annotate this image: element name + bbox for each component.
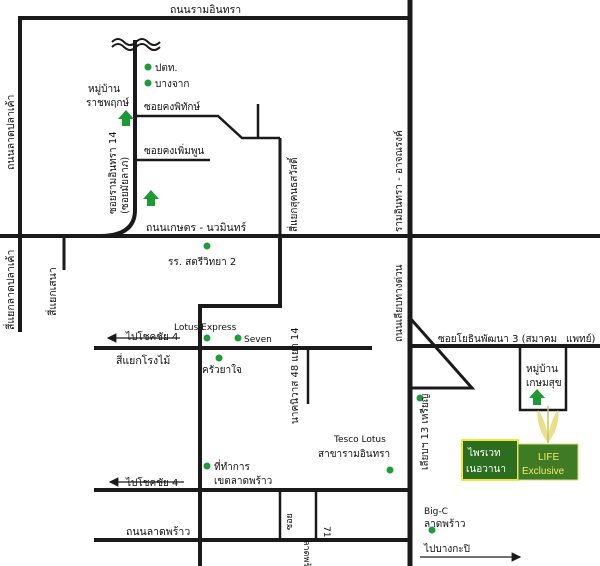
label-kaset-nawamin: ถนนเกษตร - นวมินทร์ [146, 221, 247, 234]
life-box [517, 443, 579, 481]
label-soi-maiyalap: (ซอยมัยลาภ) [120, 157, 131, 214]
poi-dot-lotus-express [203, 334, 211, 342]
road-soi-yothin-wedge [408, 317, 476, 390]
label-sena-intersection: สี่แยกเสนา [45, 267, 59, 316]
poi-dot-ptt [144, 63, 152, 71]
leaf-logo-icon [537, 406, 559, 444]
label-post-1: ที่ทำการ [214, 459, 250, 473]
label-nakniwat: นาคนิวาส 48 แยก 14 [290, 327, 301, 424]
label-soi-71-c: 71 [321, 526, 331, 537]
label-chokchai13: เลียบฯ 13 เหรียญ [419, 394, 431, 470]
label-ratchaphruek-2: ราชพฤกษ์ [86, 97, 129, 109]
project-box [461, 439, 519, 481]
poi-dot-kruayaijai [215, 354, 223, 362]
poi-dot-bigc [428, 526, 436, 534]
road-kasemsuk-loop [518, 346, 568, 412]
road-break-mark [111, 38, 161, 46]
label-seven: Seven [244, 335, 272, 345]
poi-dot-seven [234, 334, 242, 342]
label-tesco-2: สาขารามอินทรา [318, 449, 390, 460]
label-lotus-express: Lotus Express [174, 323, 237, 333]
project-brand-line1: LIFE [538, 452, 559, 463]
label-sukonthasawat: สี่แยกสุคนธสวัสดิ์ [286, 156, 300, 232]
road-soi-khong-phithak [135, 114, 280, 140]
label-bangchak: บางจาก [155, 79, 189, 90]
label-soi-ramintra-14: ซอยรามอินทรา 14 [108, 131, 119, 214]
project-brand-line2: Exclusive [522, 466, 565, 477]
label-post-2: เขตลาดพร้าว [214, 475, 272, 487]
label-soi-khong-phoemphun: ซอยคงเพิ่มพูน [144, 143, 204, 157]
label-right-vertical-top: รามอินทรา - อาจณรงค์ [393, 130, 405, 232]
poi-dot-tesco [386, 466, 394, 474]
label-ladprao-road: ถนนลาดพร้าว [126, 526, 190, 538]
project-name-line1: ไพรเวท [467, 447, 501, 459]
road-connector-down [198, 236, 282, 566]
label-ladplakhao: ถนนลาดปลาเค้า [5, 95, 17, 170]
label-school: รร. สตรีวิทยา 2 [168, 256, 236, 268]
label-kruayaijai: ครัวยาใจ [202, 364, 242, 376]
label-bigc-2: ลาดพร้าว [424, 518, 465, 530]
up-arrow-icon [118, 110, 134, 126]
label-kasemsuk-1: หมู่บ้าน [526, 363, 558, 375]
label-ptt: ปตท. [155, 63, 178, 74]
label-rong-mai-intersection: สี่แยกโรงไม้ [116, 353, 170, 367]
label-ladplakhao-intersection: สี่แยกลาดปลาเค้า [3, 250, 17, 330]
poi-dot-post [203, 462, 211, 470]
label-to-chokchai4-upper: ไปโชคชัย 4 [125, 330, 178, 343]
road-break-mark-2 [111, 43, 161, 51]
road-soi-ramintra-14 [99, 40, 137, 238]
poi-dot-school [203, 242, 211, 250]
poi-dot-bangchak [144, 79, 152, 87]
label-soi-yothin-a: ซอยโยธินพัฒนา 3 (สมาคม [438, 332, 557, 345]
label-ratchaphruek-1: หมู่บ้าน [88, 83, 120, 95]
up-arrow-icon [143, 190, 159, 206]
poi-dot-chokchai13 [416, 394, 424, 402]
label-soi-71-a: ซอย [285, 513, 295, 530]
label-kasemsuk-2: เกษมสุข [526, 378, 562, 389]
label-ramintra-top: ถนนรามอินทรา [170, 4, 241, 16]
label-to-chokchai4-lower: ไปโชคชัย 4 [125, 476, 178, 489]
up-arrow-icon [529, 389, 545, 405]
label-soi-71-b: ลาดพร้าว [301, 540, 312, 566]
project-name-line2: เนอวานา [466, 464, 506, 475]
label-soi-khong-phithak: ซอยคงพิทักษ์ [144, 101, 200, 113]
label-soi-yothin-b: แพทย์) [566, 333, 595, 345]
label-right-vertical-bottom: ถนนเลียบทางด่วน [393, 264, 405, 342]
label-tesco-1: Tesco Lotus [333, 435, 386, 445]
label-bigc-1: Big-C [424, 507, 448, 517]
label-to-bangkapi: ไปบางกะปิ [423, 543, 470, 555]
